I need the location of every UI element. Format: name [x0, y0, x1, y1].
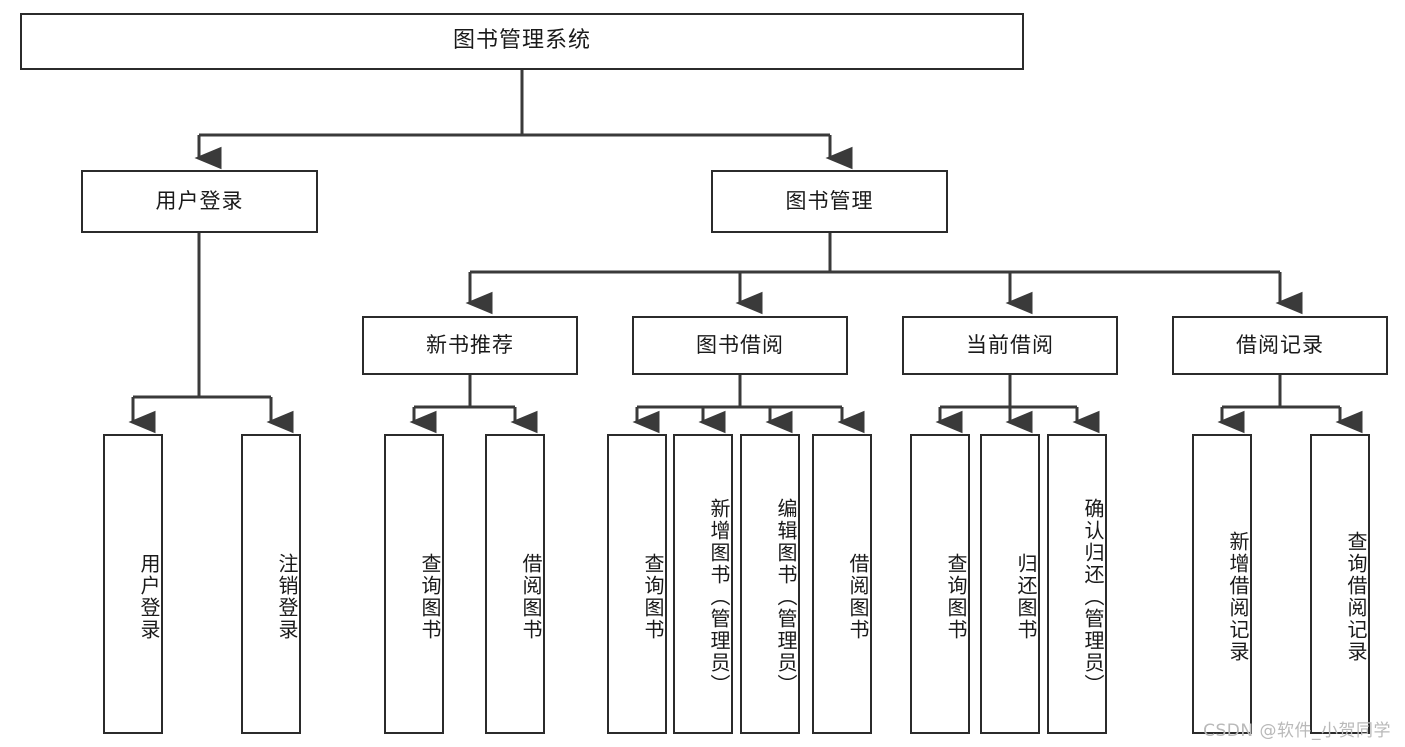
- node-root-library-system[interactable]: 图书管理系统: [20, 13, 1024, 70]
- node-label: 用户登录: [155, 188, 244, 213]
- node-label: 借阅图书: [846, 553, 870, 641]
- node-label: 当前借阅: [966, 332, 1054, 357]
- node-label: 查询图书: [641, 553, 665, 641]
- leaf-borrow-book-newbook[interactable]: 借阅图书: [485, 434, 545, 734]
- leaf-user-login[interactable]: 用户登录: [103, 434, 163, 734]
- node-label: 编辑图书（管理员）: [774, 498, 798, 696]
- node-user-login[interactable]: 用户登录: [81, 170, 318, 233]
- node-book-management[interactable]: 图书管理: [711, 170, 948, 233]
- leaf-borrow-book-borrow[interactable]: 借阅图书: [812, 434, 872, 734]
- node-label: 确认归还（管理员）: [1081, 498, 1105, 696]
- leaf-edit-book-admin[interactable]: 编辑图书（管理员）: [740, 434, 800, 734]
- leaf-confirm-return-admin[interactable]: 确认归还（管理员）: [1047, 434, 1107, 734]
- node-label: 查询图书: [944, 553, 968, 641]
- leaf-add-book-admin[interactable]: 新增图书（管理员）: [673, 434, 733, 734]
- node-label: 用户登录: [137, 553, 161, 641]
- node-label: 新增图书（管理员）: [707, 498, 731, 696]
- node-label: 归还图书: [1014, 553, 1038, 641]
- node-label: 图书管理: [785, 188, 874, 213]
- node-label: 借阅图书: [519, 553, 543, 641]
- node-borrow-records[interactable]: 借阅记录: [1172, 316, 1388, 375]
- node-label: 借阅记录: [1236, 332, 1324, 357]
- leaf-query-book-newbook[interactable]: 查询图书: [384, 434, 444, 734]
- watermark: CSDN @软件_小贺同学: [1203, 721, 1391, 741]
- node-label: 查询借阅记录: [1344, 531, 1368, 663]
- leaf-query-book-borrow[interactable]: 查询图书: [607, 434, 667, 734]
- leaf-return-book[interactable]: 归还图书: [980, 434, 1040, 734]
- node-label: 图书借阅: [696, 332, 784, 357]
- node-label: 查询图书: [418, 553, 442, 641]
- node-book-borrow[interactable]: 图书借阅: [632, 316, 848, 375]
- node-label: 新书推荐: [426, 332, 514, 357]
- node-current-borrow[interactable]: 当前借阅: [902, 316, 1118, 375]
- leaf-query-book-current[interactable]: 查询图书: [910, 434, 970, 734]
- node-label: 注销登录: [275, 553, 299, 641]
- leaf-logout[interactable]: 注销登录: [241, 434, 301, 734]
- node-label: 图书管理系统: [452, 28, 591, 54]
- leaf-add-borrow-record[interactable]: 新增借阅记录: [1192, 434, 1252, 734]
- leaf-query-borrow-record[interactable]: 查询借阅记录: [1310, 434, 1370, 734]
- node-label: 新增借阅记录: [1226, 531, 1250, 663]
- node-new-book-recommend[interactable]: 新书推荐: [362, 316, 578, 375]
